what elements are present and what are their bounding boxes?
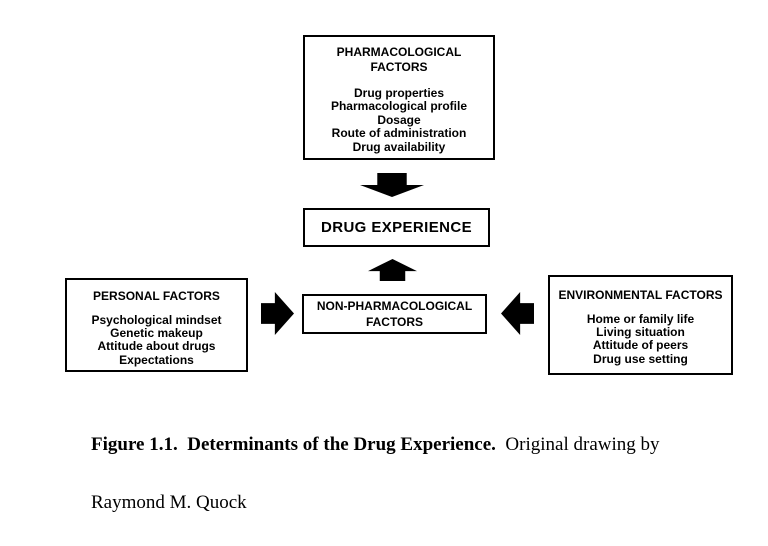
list-item: Drug availability xyxy=(352,139,446,154)
right-arrow-icon xyxy=(261,292,294,335)
list-item: Drug use setting xyxy=(593,351,688,366)
list-item: Dosage xyxy=(377,112,421,127)
box-title-line: PHARMACOLOGICAL xyxy=(336,45,462,59)
list-item: Drug properties xyxy=(353,86,444,100)
personal-factors-title: PERSONAL FACTORS xyxy=(93,289,220,303)
pharmacological-factors-list: Drug properties Pharmacological profile … xyxy=(305,86,493,154)
list-item: Attitude about drugs xyxy=(97,339,216,354)
figure-caption-credit: Original drawing by xyxy=(495,434,660,455)
list-item: Genetic makeup xyxy=(110,326,203,341)
box-title-line: FACTORS xyxy=(365,314,424,329)
pharmacological-factors-box: PHARMACOLOGICAL FACTORS Drug properties … xyxy=(303,35,495,160)
up-arrow-icon xyxy=(368,259,417,281)
left-arrow-icon xyxy=(501,292,534,335)
environmental-factors-list: Home or family life Living situation Att… xyxy=(550,312,731,366)
figure-caption-title: Figure 1.1. Determinants of the Drug Exp… xyxy=(91,434,496,455)
list-item: Psychological mindset xyxy=(91,313,222,327)
drug-experience-label: DRUG EXPERIENCE xyxy=(320,219,473,236)
list-item: Pharmacological profile xyxy=(330,99,468,114)
drug-experience-box: DRUG EXPERIENCE xyxy=(303,208,490,247)
figure-page: PHARMACOLOGICAL FACTORS Drug properties … xyxy=(65,35,733,513)
list-item: Attitude of peers xyxy=(592,338,689,353)
environmental-factors-title: ENVIRONMENTAL FACTORS xyxy=(558,288,723,302)
personal-factors-list: Psychological mindset Genetic makeup Att… xyxy=(67,313,246,367)
figure-caption: Figure 1.1. Determinants of the Drug Exp… xyxy=(72,401,716,546)
box-title-line: NON-PHARMACOLOGICAL xyxy=(316,299,473,313)
list-item: Living situation xyxy=(596,325,685,340)
box-title-line: FACTORS xyxy=(370,60,428,74)
list-item: Expectations xyxy=(119,352,194,367)
list-item: Route of administration xyxy=(331,126,467,141)
figure-caption-credit-author: Raymond M. Quock xyxy=(91,492,247,513)
environmental-factors-box: ENVIRONMENTAL FACTORS Home or family lif… xyxy=(548,275,733,375)
non-pharmacological-factors-box: NON-PHARMACOLOGICAL FACTORS xyxy=(302,294,487,334)
down-arrow-icon xyxy=(360,173,424,197)
pharmacological-factors-title: PHARMACOLOGICAL FACTORS xyxy=(305,45,493,75)
personal-factors-box: PERSONAL FACTORS Psychological mindset G… xyxy=(65,278,248,372)
list-item: Home or family life xyxy=(586,312,695,326)
